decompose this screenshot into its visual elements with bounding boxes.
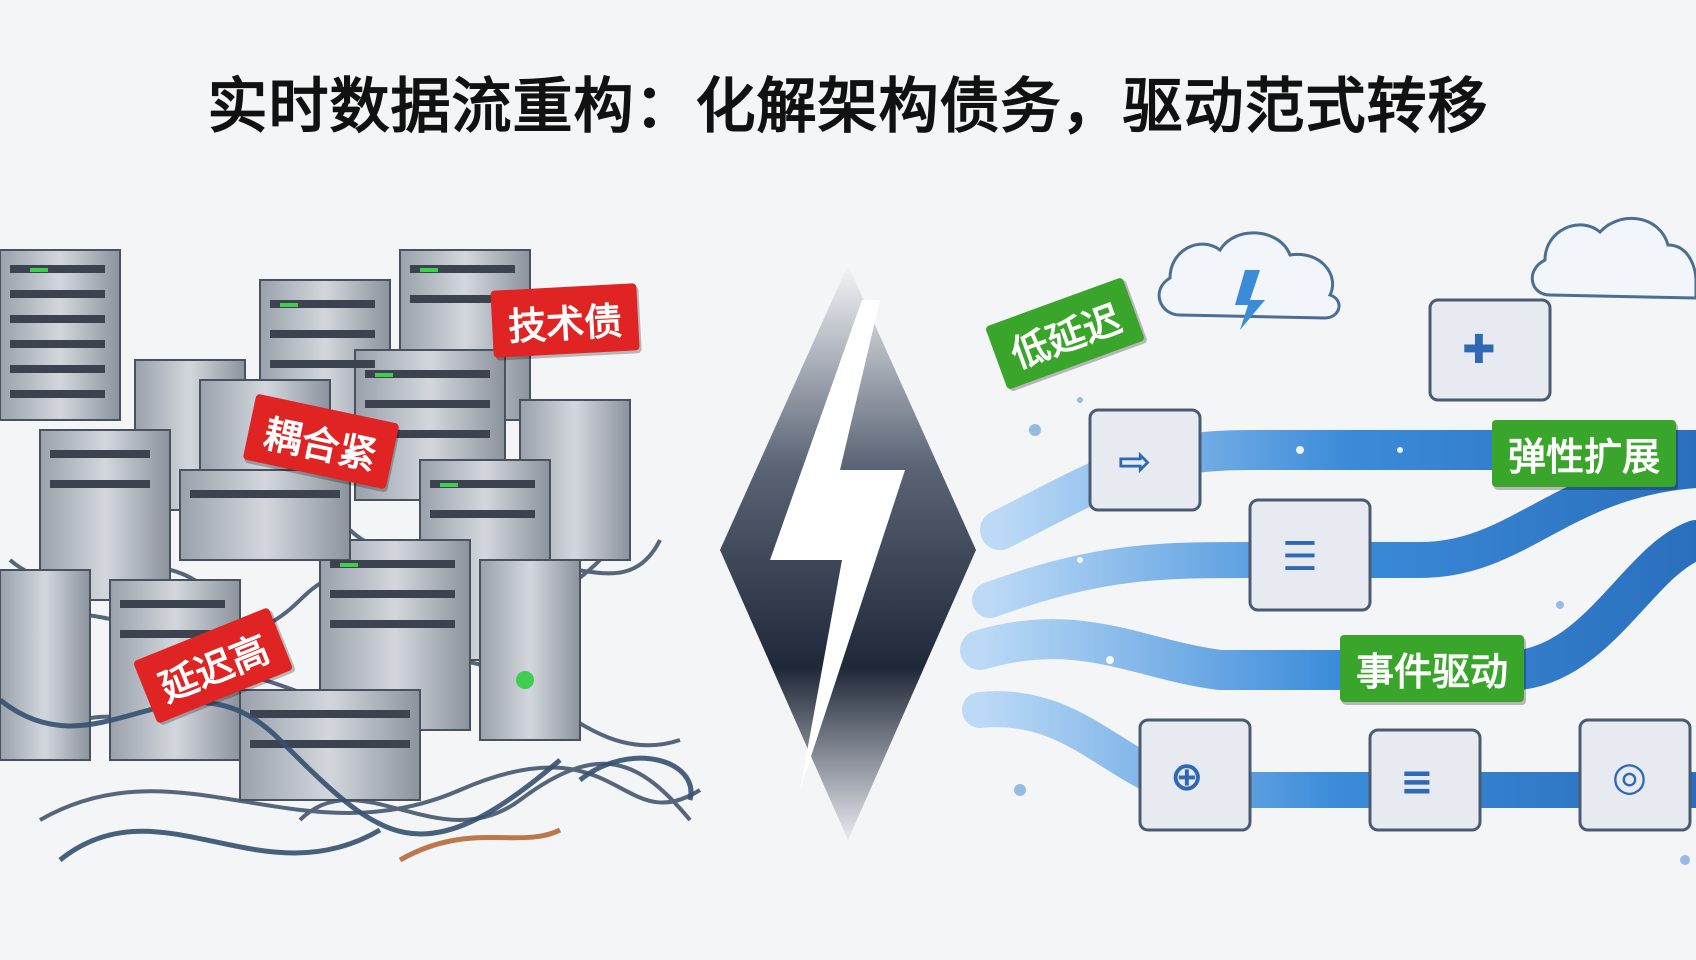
tag-technical-debt: 技术债 xyxy=(490,283,640,358)
svg-text:☰: ☰ xyxy=(1282,534,1318,580)
tag-elastic-scaling: 弹性扩展 xyxy=(1492,420,1677,487)
svg-text:✚: ✚ xyxy=(1462,327,1496,373)
tag-event-driven: 事件驱动 xyxy=(1340,635,1525,702)
svg-text:◎: ◎ xyxy=(1612,754,1647,800)
event-pipeline: ⇨ ☰ ✚ ⊕ ≡ ◎ xyxy=(960,217,1696,865)
svg-text:⇨: ⇨ xyxy=(1118,439,1152,485)
page-title: 实时数据流重构：化解架构债务，驱动范式转移 xyxy=(207,72,1489,142)
svg-text:≡: ≡ xyxy=(1400,759,1434,805)
lightning-bolt-icon xyxy=(720,265,976,840)
svg-text:⊕: ⊕ xyxy=(1170,754,1204,800)
